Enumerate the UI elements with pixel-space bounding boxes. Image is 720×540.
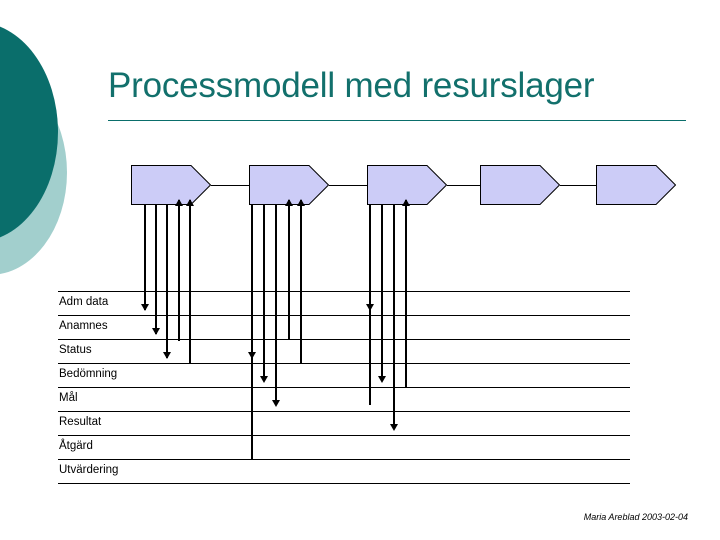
row-label-utvardering: Utvärdering [59, 464, 119, 476]
row-label-bedomning: Bedömning [59, 368, 118, 380]
row-rule-2 [58, 339, 630, 340]
arrowhead-step1-adm-data [141, 304, 149, 311]
connector-3-4 [447, 185, 480, 186]
arrowhead-step2-status [248, 352, 256, 359]
flow-step2-in-anamnes [288, 200, 290, 340]
row-rule-5 [58, 411, 630, 412]
flow-step2-in-status [300, 200, 302, 364]
arrowhead-step2-bedomning [260, 376, 268, 383]
arrowhead-step1-in-status [186, 199, 194, 206]
slide-title: Processmodell med resurslager [108, 66, 595, 105]
flow-step1-out-status [166, 205, 168, 358]
row-rule-6 [58, 435, 630, 436]
arrowhead-step1-status [163, 352, 171, 359]
arrowhead-step3-resultat [390, 424, 398, 431]
row-rule-bottom [58, 483, 630, 484]
row-label-mal: Mål [59, 392, 78, 404]
resource-store-table: Adm data Anamnes Status Bedömning Mål Re… [58, 291, 630, 488]
arrowhead-step1-in-anamnes [175, 199, 183, 206]
arrowhead-step1-anamnes [152, 328, 160, 335]
process-step-5[interactable] [596, 165, 676, 205]
flow-step3-in-bedomning [405, 200, 407, 388]
process-step-2[interactable] [249, 165, 329, 205]
row-label-atgard: Åtgärd [59, 440, 93, 452]
process-step-4[interactable] [480, 165, 560, 205]
process-step-1[interactable] [131, 165, 211, 205]
flow-step2-out-mal [275, 205, 277, 401]
connector-2-3 [329, 185, 367, 186]
row-rule-3 [58, 363, 630, 364]
flow-step2-out-status [251, 205, 253, 459]
slide-footer: Maria Areblad 2003-02-04 [583, 512, 688, 522]
flow-step3-out-resultat [393, 205, 395, 429]
flow-step1-out-adm-data [144, 205, 146, 310]
flow-step3-out-bedomning [381, 205, 383, 381]
row-label-status: Status [59, 344, 92, 356]
flow-step1-in-status [189, 200, 191, 364]
arrowhead-step2-in-status [297, 199, 305, 206]
row-rule-top [58, 291, 630, 292]
row-rule-1 [58, 315, 630, 316]
decorative-circle-dark [0, 22, 58, 242]
arrowhead-step3-adm-data [366, 304, 374, 311]
connector-4-5 [560, 185, 596, 186]
arrowhead-step3-in-bedomning [402, 199, 410, 206]
arrowhead-step2-mal [272, 400, 280, 407]
arrowhead-step3-bedomning [378, 376, 386, 383]
row-label-resultat: Resultat [59, 416, 102, 428]
connector-1-2 [211, 185, 249, 186]
process-step-3[interactable] [367, 165, 447, 205]
arrowhead-step2-in-anamnes [285, 199, 293, 206]
title-underline-rule [108, 120, 686, 121]
row-label-adm-data: Adm data [59, 296, 109, 308]
flow-step1-in-anamnes [178, 200, 180, 341]
decorative-circle-light [0, 70, 67, 275]
row-rule-4 [58, 387, 630, 388]
flow-step1-out-anamnes [155, 205, 157, 334]
row-label-anamnes: Anamnes [59, 320, 108, 332]
row-rule-7 [58, 459, 630, 460]
